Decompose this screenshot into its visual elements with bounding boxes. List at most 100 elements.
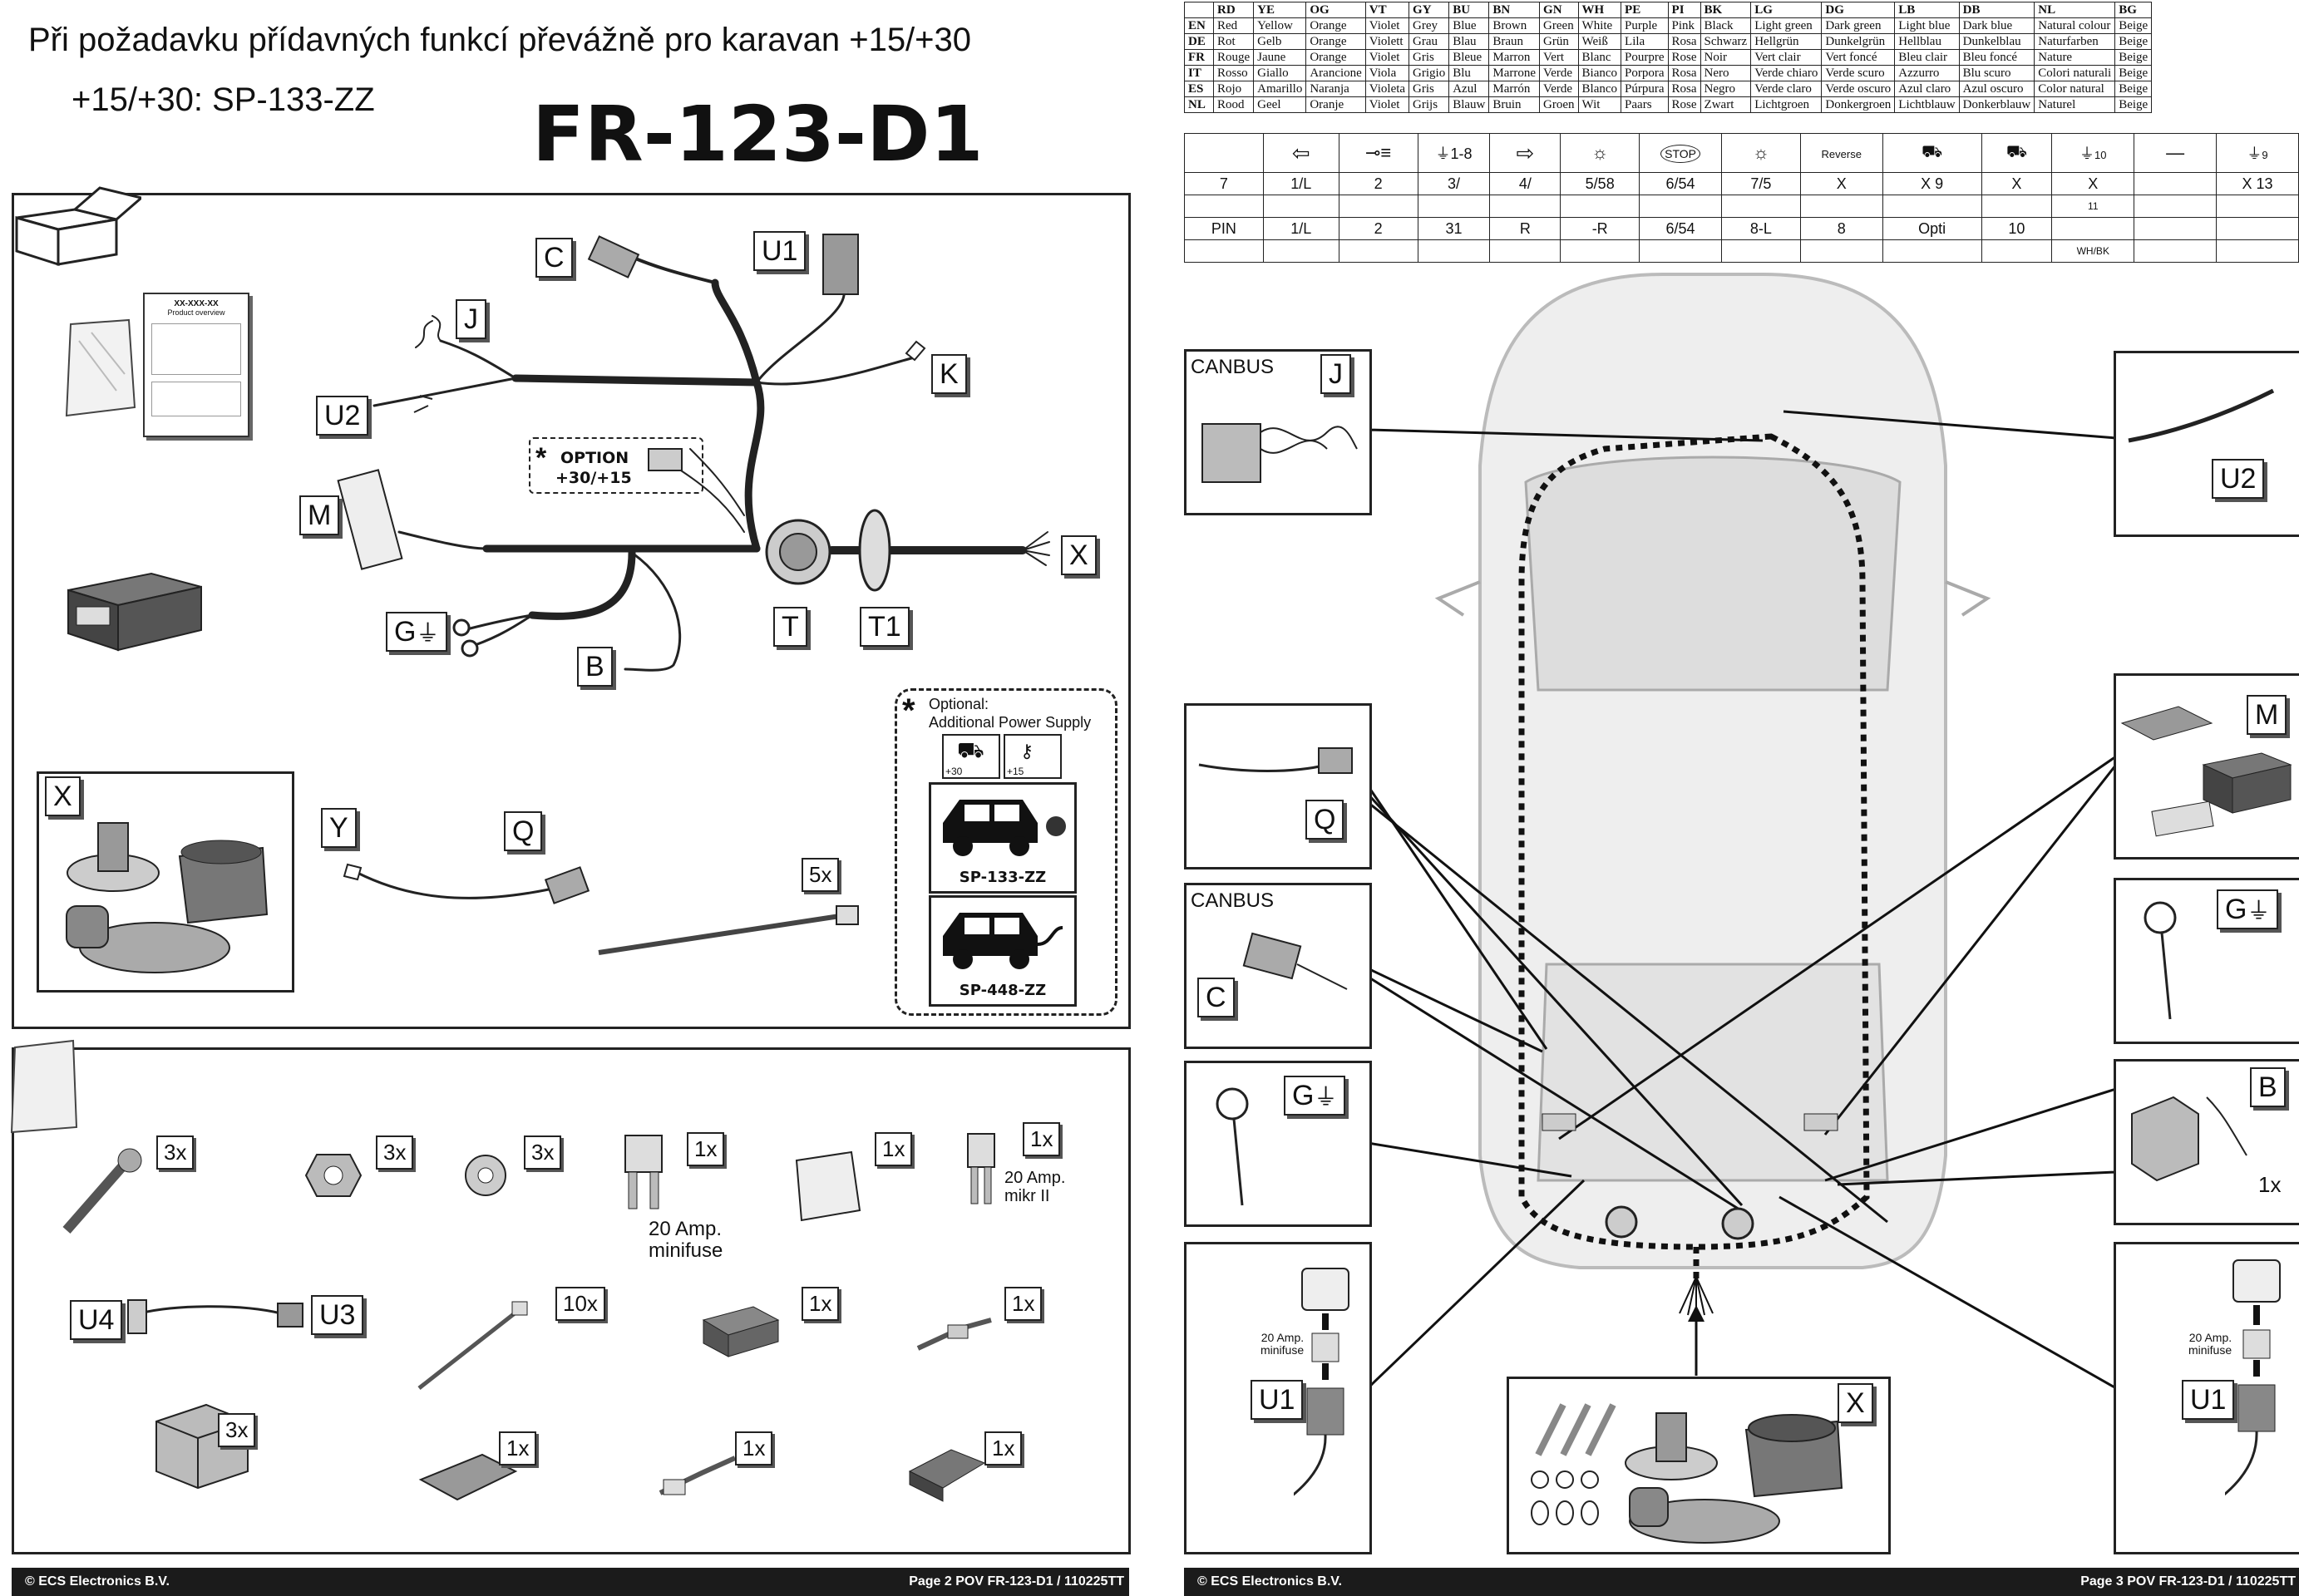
color-cell: Beige (2114, 17, 2153, 34)
color-cell: Pourpre (1621, 49, 1669, 66)
color-cell: WH (1577, 2, 1622, 18)
pin-cell: 7 (1184, 172, 1264, 195)
callout-Q (1184, 703, 1372, 869)
pin-row-7-sub-value: 11 (2051, 195, 2135, 218)
color-cell: Jaune (1253, 49, 1307, 66)
color-cell: Oranje (1305, 96, 1366, 113)
cable-tie-qty: 10x (555, 1287, 605, 1321)
color-cell: Verde scuro (1821, 65, 1896, 81)
callout-label-G: G⏚ (1284, 1076, 1346, 1116)
key-icon-box: ⚷ +15 (1004, 734, 1062, 779)
dash-icon: — (2166, 142, 2185, 163)
optional-power-box: * Optional: Additional Power Supply ⛟ +3… (895, 688, 1117, 1016)
color-cell: Nature (2034, 49, 2116, 66)
color-cell: Noir (1700, 49, 1752, 66)
callout-label-M: M (2247, 695, 2287, 735)
color-cell: Black (1700, 17, 1752, 34)
ground-pin-icon: ⏚ (1435, 145, 1451, 162)
color-lang-code: ES (1184, 81, 1214, 97)
color-cell: Groen (1539, 96, 1579, 113)
color-cell: Orange (1305, 49, 1366, 66)
color-cell: DB (1958, 2, 2035, 18)
color-lang-code: DE (1184, 33, 1214, 50)
callout-label-G-right: G⏚ (2217, 889, 2279, 929)
color-cell: Vert foncé (1821, 49, 1896, 66)
fog-light-icon: ⊸≡ (1364, 142, 1392, 163)
callout-label-J: J (1320, 354, 1351, 394)
color-cell: Blanco (1577, 81, 1622, 97)
color-cell: GY (1409, 2, 1450, 18)
c-connector-icon (1242, 932, 1348, 990)
color-cell: Rose (1667, 96, 1701, 113)
option-box: * OPTION +30/+15 (529, 437, 703, 494)
color-lang-code: EN (1184, 17, 1214, 34)
key-icon: ⚷ (1020, 741, 1034, 761)
color-cell: Marron (1488, 49, 1541, 66)
color-cell: Grey (1409, 17, 1450, 34)
color-cell: BG (2114, 2, 2153, 18)
module-box-icon (67, 572, 202, 652)
color-cell: Negro (1700, 81, 1752, 97)
tape-icon (418, 1453, 518, 1501)
ground-pin-range: 1-8 (1450, 145, 1473, 162)
caravan-icon-box: ⛟ +30 (942, 734, 1000, 779)
caravan-power-icon: ⛟ (1922, 142, 1943, 161)
plastic-bag-icon (65, 318, 136, 417)
footer-right-page: Page 3 POV FR-123-D1 / 110225TT (2080, 1574, 2296, 1589)
turn-left-icon: ⇦ (1291, 140, 1310, 165)
ground-10-label: 10 (2094, 149, 2107, 161)
zip-tie-icon (598, 905, 859, 955)
product-a-label: SP-133-ZZ (959, 869, 1047, 886)
color-cell: Dark green (1821, 17, 1896, 34)
footer-right: © ECS Electronics B.V. Page 3 POV FR-123… (1184, 1568, 2299, 1596)
flat-terminal-qty: 1x (735, 1431, 773, 1465)
callout-label-U1-right: U1 (2182, 1380, 2235, 1420)
label-B: B (577, 647, 613, 687)
product-a-card: SP-133-ZZ (929, 782, 1077, 894)
label-J: J (456, 299, 486, 339)
pin-cell: 6/54 (1639, 172, 1722, 195)
header-note-line1: Při požadavku přídavných funkcí převážně… (28, 22, 972, 58)
color-cell: Vert clair (1750, 49, 1823, 66)
fuse-holder-cable-icon (127, 1299, 303, 1334)
cable-y-q-icon (343, 863, 590, 904)
ground-icon: ⏚ (416, 620, 440, 646)
color-cell: VT (1364, 2, 1410, 18)
color-cell: Green (1539, 17, 1579, 34)
color-cell: Gris (1409, 81, 1450, 97)
box-icon (15, 186, 141, 267)
color-cell: LB (1894, 2, 1960, 18)
ground-icon: ⏚ (2247, 898, 2271, 924)
b-qty: 1x (2258, 1172, 2282, 1197)
color-cell: Lichtblauw (1894, 96, 1960, 113)
header-note-line2: +15/+30: SP-133-ZZ (72, 81, 375, 118)
x-cable-fan-icon (1679, 1276, 1714, 1317)
callout-label-Q: Q (1305, 800, 1344, 840)
optional-subtitle: Additional Power Supply (929, 714, 1092, 731)
color-cell: Bruin (1488, 96, 1541, 113)
callout-U2 (2114, 351, 2299, 537)
screw-qty: 3x (156, 1135, 195, 1170)
color-cell: DG (1821, 2, 1896, 18)
car-with-plug-icon (943, 800, 1066, 856)
label-C: C (535, 238, 573, 278)
color-cell: GN (1539, 2, 1579, 18)
color-cell: Donkergroen (1821, 96, 1896, 113)
color-cell: Viola (1364, 65, 1410, 81)
asterisk-icon: * (535, 442, 547, 474)
terminal-pin-icon (916, 1318, 992, 1351)
color-cell: Purple (1621, 17, 1669, 34)
canbus-label-1: CANBUS (1191, 356, 1275, 378)
reverse-label: Reverse (1821, 147, 1862, 160)
color-cell: Orange (1305, 17, 1366, 34)
color-cell: Rouge (1212, 49, 1255, 66)
footer-left-copyright: © ECS Electronics B.V. (25, 1574, 170, 1589)
small-icon-b-label: +15 (1007, 766, 1024, 777)
color-cell: Dunkelgrün (1821, 33, 1896, 50)
color-cell: Orange (1305, 33, 1366, 50)
label-U3: U3 (311, 1295, 364, 1335)
color-cell: Grau (1409, 33, 1450, 50)
